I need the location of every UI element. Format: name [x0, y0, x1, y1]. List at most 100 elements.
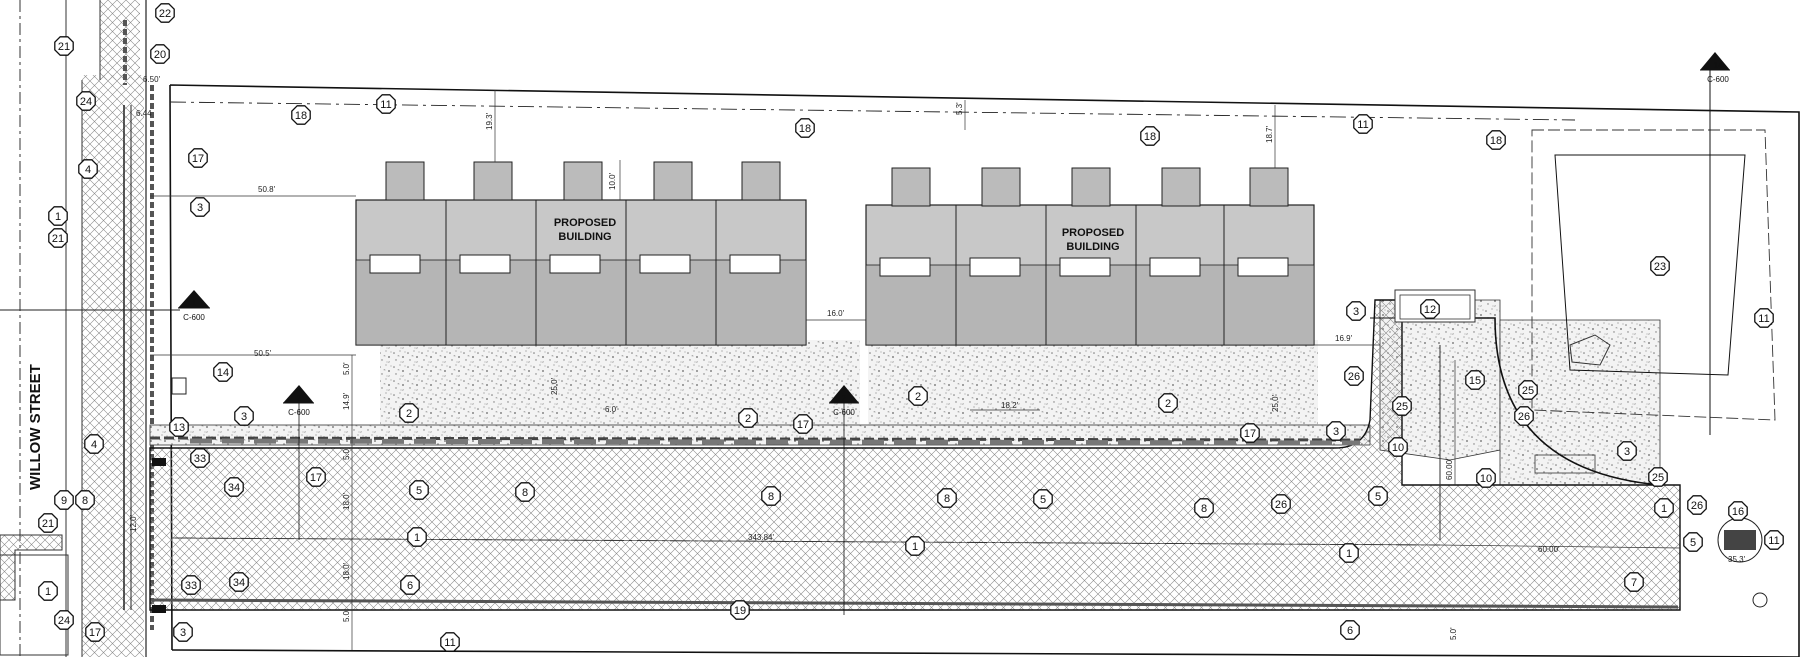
keynote-number: 2 [406, 408, 412, 420]
dimension-label: 5.0' [1449, 627, 1458, 640]
keynote-tag: 21 [48, 228, 68, 248]
keynote-tag: 11 [440, 632, 460, 652]
keynote-number: 3 [241, 411, 247, 423]
dimension-label: 14.9' [342, 392, 351, 410]
keynote-number: 1 [1661, 503, 1667, 515]
dimension-label: 19.3' [485, 112, 494, 130]
keynote-number: 17 [1244, 428, 1256, 440]
keynote-number: 5 [1690, 537, 1696, 549]
keynote-tag: 26 [1514, 406, 1534, 426]
svg-text:C-600: C-600 [183, 313, 205, 322]
keynote-number: 3 [180, 627, 186, 639]
keynote-tag: 1 [407, 527, 427, 547]
dimension-label: 5.0' [342, 447, 351, 460]
building-right: PROPOSED BUILDING [865, 167, 1315, 346]
dimension-label: 6.44 [136, 109, 152, 118]
keynote-tag: 3 [190, 197, 210, 217]
keynote-tag: 5 [1368, 486, 1388, 506]
keynote-tag: 23 [1650, 256, 1670, 276]
dimension-label: 5.0' [342, 362, 351, 375]
keynote-number: 26 [1348, 371, 1360, 383]
keynote-tag: 5 [1033, 489, 1053, 509]
keynote-number: 1 [1346, 548, 1352, 560]
keynote-tag: 2 [738, 408, 758, 428]
dimension-label: 60.00' [1538, 545, 1560, 554]
keynote-number: 18 [295, 110, 307, 122]
keynote-tag: 6 [400, 575, 420, 595]
building-label-line2: BUILDING [1066, 241, 1119, 253]
keynote-number: 19 [734, 605, 746, 617]
keynote-number: 26 [1691, 500, 1703, 512]
section-marker: 2 C-600 [283, 385, 314, 540]
keynote-tag: 5 [409, 480, 429, 500]
dimension-label: 60.00' [1445, 458, 1454, 480]
keynote-tag: 14 [213, 362, 233, 382]
keynote-number: 5 [1040, 494, 1046, 506]
keynote-number: 33 [194, 453, 206, 465]
keynote-number: 8 [1201, 503, 1207, 515]
keynote-tag: 2 [399, 403, 419, 423]
keynote-number: 7 [1631, 577, 1637, 589]
keynote-tag: 19 [730, 600, 750, 620]
dimension-label: 18.7' [1265, 125, 1274, 143]
keynote-tag: 7 [1624, 572, 1644, 592]
keynote-tag: 17 [188, 148, 208, 168]
keynote-tag: 26 [1271, 494, 1291, 514]
keynote-number: 1 [414, 532, 420, 544]
keynote-tag: 25 [1392, 396, 1412, 416]
keynote-tag: 3 [1346, 301, 1366, 321]
keynote-tag: 15 [1465, 370, 1485, 390]
keynote-number: 26 [1518, 411, 1530, 423]
dimension-label: 18.0' [342, 492, 351, 510]
keynote-number: 16 [1732, 506, 1744, 518]
keynote-tag: 33 [190, 448, 210, 468]
building-left: PROPOSED BUILDING [355, 161, 807, 346]
keynote-number: 5 [1375, 491, 1381, 503]
keynote-tag: 24 [76, 91, 96, 111]
keynote-number: 1 [45, 586, 51, 598]
keynote-tag: 3 [173, 622, 193, 642]
keynote-tag: 20 [150, 44, 170, 64]
dimension-label: 50.5' [254, 349, 272, 358]
keynote-tag: 4 [84, 434, 104, 454]
building-label-line2: BUILDING [558, 231, 611, 243]
keynote-number: 21 [42, 518, 54, 530]
keynote-tag: 1 [905, 536, 925, 556]
keynote-tag: 8 [75, 490, 95, 510]
keynote-tag: 3 [234, 406, 254, 426]
dimension-label: 16.9' [1335, 334, 1353, 343]
keynote-tag: 1 [38, 581, 58, 601]
keynote-number: 3 [1333, 426, 1339, 438]
keynote-tag: 2 [1158, 393, 1178, 413]
keynote-tag: 17 [306, 467, 326, 487]
keynote-number: 10 [1392, 442, 1404, 454]
keynote-number: 1 [912, 541, 918, 553]
keynote-number: 8 [768, 491, 774, 503]
keynote-tag: 18 [1486, 130, 1506, 150]
keynote-tag: 34 [224, 477, 244, 497]
keynote-tag: 11 [376, 94, 396, 114]
keynote-number: 14 [217, 367, 229, 379]
keynote-tag: 16 [1728, 501, 1748, 521]
dimension-lines [150, 90, 1681, 650]
svg-text:2: 2 [297, 394, 302, 403]
keynote-number: 17 [310, 472, 322, 484]
dimension-label: 5.0' [342, 609, 351, 622]
keynote-tag: 21 [54, 36, 74, 56]
keynote-number: 33 [185, 580, 197, 592]
dimension-label: 6.50' [143, 75, 161, 84]
section-markers: 14 C-600 1 C-600 2 C-600 2 C-600 [178, 52, 1730, 615]
svg-text:2: 2 [842, 394, 847, 403]
keynote-number: 17 [192, 153, 204, 165]
keynote-number: 34 [233, 577, 245, 589]
keynote-tag: 26 [1344, 366, 1364, 386]
keynote-tag: 8 [937, 488, 957, 508]
keynote-number: 9 [61, 495, 67, 507]
keynote-number: 4 [91, 439, 97, 451]
keynote-tag: 26 [1687, 495, 1707, 515]
dimension-label: 5.3' [955, 102, 964, 115]
keynote-number: 11 [1758, 313, 1769, 325]
keynote-number: 34 [228, 482, 240, 494]
keynote-tag: 17 [793, 414, 813, 434]
keynote-number: 2 [915, 391, 921, 403]
